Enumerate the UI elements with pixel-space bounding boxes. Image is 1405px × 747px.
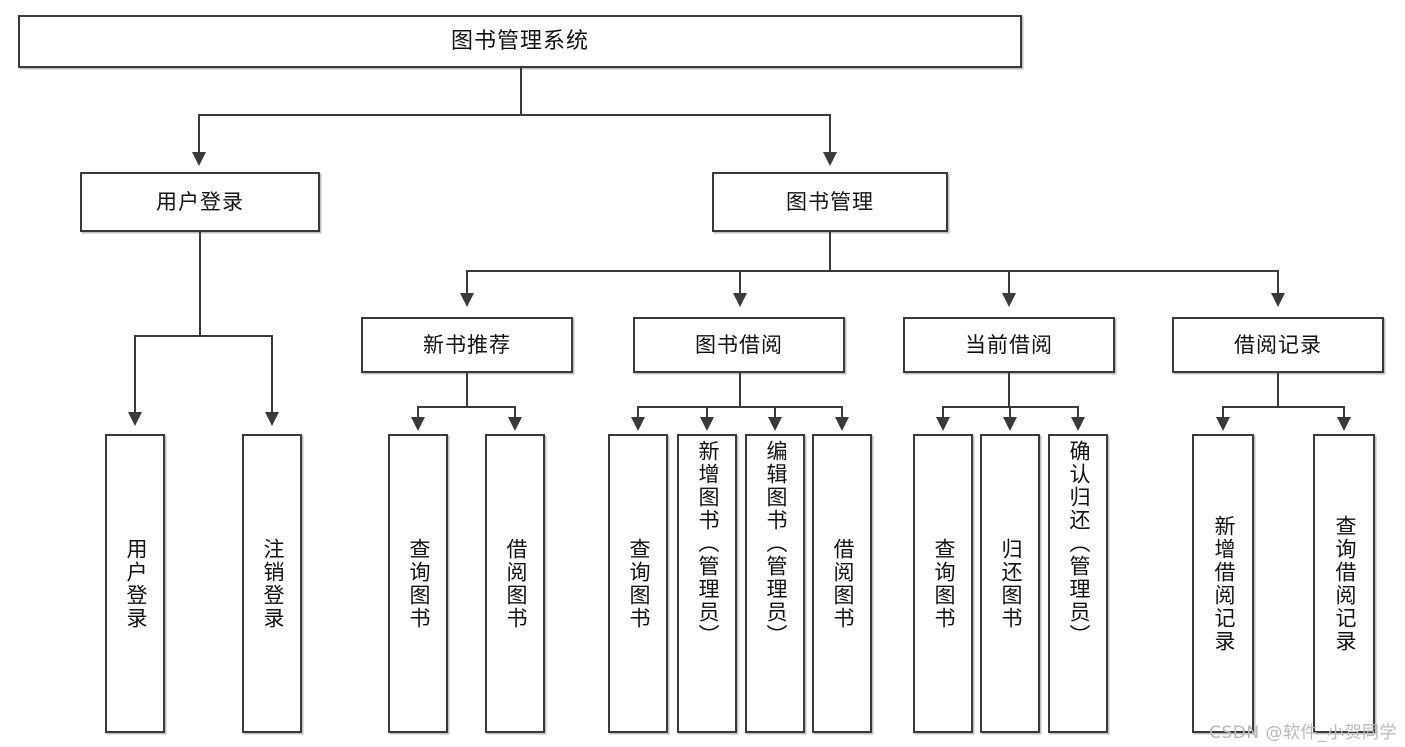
node-book-borrow[interactable]: 图书借阅 [633,317,845,373]
edge-user-login-to-leaf-1 [134,335,136,417]
leaf-current-borrow-return[interactable]: 归还图书 [980,434,1040,733]
edge-cb-to-leaf-3 [1077,406,1079,420]
edge-bm-to-borrow-record [1277,270,1279,298]
arrowhead-bm-to-borrow-book [733,293,747,307]
edge-book-borrow-stem [739,373,741,408]
node-root-book-management-system[interactable]: 图书管理系统 [18,15,1022,68]
edge-new-book-to-leaf-1 [417,406,419,420]
node-label: 查询图书 [931,537,956,630]
edge-user-login-stem [199,232,201,336]
edge-root-to-user-login [198,114,200,157]
edge-current-borrow-stem [1008,373,1010,408]
leaf-book-borrow-edit[interactable]: 编辑图书（管理员） [745,434,805,733]
arrowhead-cb-to-leaf-1 [936,417,950,431]
edge-book-borrow-bus [637,406,842,408]
leaf-borrow-record-add[interactable]: 新增借阅记录 [1192,434,1254,733]
arrowhead-root-to-user-login [192,152,206,166]
node-label: 当前借阅 [965,332,1053,357]
edge-br-to-leaf-1 [1222,406,1224,420]
leaf-book-borrow-borrow[interactable]: 借阅图书 [812,434,872,733]
arrowhead-br-to-leaf-2 [1337,417,1351,431]
edge-bm-to-new-book [466,270,468,298]
node-label: 新书推荐 [423,332,511,357]
arrowhead-bm-to-new-book [460,293,474,307]
node-new-book-recommend[interactable]: 新书推荐 [361,317,573,373]
edge-new-book-stem [466,373,468,408]
edge-borrow-record-bus [1222,406,1344,408]
node-label: 用户登录 [123,537,148,630]
arrowhead-br-to-leaf-1 [1216,417,1230,431]
leaf-borrow-record-query[interactable]: 查询借阅记录 [1313,434,1375,733]
leaf-current-borrow-confirm-return[interactable]: 确认归还（管理员） [1048,434,1108,733]
arrowhead-cb-to-leaf-2 [1003,417,1017,431]
edge-new-book-bus [417,406,516,408]
edge-bb-to-leaf-4 [841,406,843,420]
leaf-user-login-logout[interactable]: 注销登录 [242,434,302,733]
arrowhead-new-book-to-leaf-2 [508,417,522,431]
node-label: 借阅记录 [1234,332,1322,357]
node-label: 新增图书（管理员） [695,440,720,647]
node-label: 查询借阅记录 [1332,514,1357,653]
arrowhead-user-login-to-leaf-2 [265,412,279,426]
edge-borrow-record-stem [1277,373,1279,408]
node-borrow-record[interactable]: 借阅记录 [1172,317,1384,373]
node-label: 注销登录 [260,537,285,630]
edge-bm-to-borrow-book [739,270,741,298]
arrowhead-bb-to-leaf-4 [835,417,849,431]
node-label: 用户登录 [156,189,244,214]
edge-cb-to-leaf-2 [1009,406,1011,420]
edge-root-stem [520,68,522,115]
arrowhead-cb-to-leaf-3 [1071,417,1085,431]
leaf-book-borrow-query[interactable]: 查询图书 [608,434,668,733]
edge-new-book-to-leaf-2 [514,406,516,420]
arrowhead-bm-to-borrow-record [1271,293,1285,307]
node-book-management[interactable]: 图书管理 [712,172,948,232]
edge-bm-to-current-borrow [1008,270,1010,298]
node-label: 图书管理 [786,189,874,214]
arrowhead-bb-to-leaf-3 [768,417,782,431]
node-label: 新增借阅记录 [1211,514,1236,653]
edge-root-bus [198,114,831,116]
node-label: 借阅图书 [830,537,855,630]
node-label: 图书管理系统 [450,28,589,54]
arrowhead-root-to-book-management [823,152,837,166]
edge-cb-to-leaf-1 [942,406,944,420]
edge-user-login-to-leaf-2 [271,335,273,417]
node-label: 确认归还（管理员） [1066,440,1091,647]
node-label: 借阅图书 [503,537,528,630]
edge-bb-to-leaf-3 [774,406,776,420]
leaf-new-book-query[interactable]: 查询图书 [388,434,448,733]
leaf-book-borrow-add[interactable]: 新增图书（管理员） [677,434,737,733]
arrowhead-user-login-to-leaf-1 [128,412,142,426]
leaf-user-login-login[interactable]: 用户登录 [105,434,165,733]
leaf-current-borrow-query[interactable]: 查询图书 [913,434,973,733]
node-user-login[interactable]: 用户登录 [80,172,320,232]
edge-root-to-book-management [829,114,831,157]
node-label: 查询图书 [406,537,431,630]
arrowhead-bb-to-leaf-2 [700,417,714,431]
edge-bb-to-leaf-2 [706,406,708,420]
leaf-new-book-borrow[interactable]: 借阅图书 [485,434,545,733]
node-label: 图书借阅 [695,332,783,357]
arrowhead-bb-to-leaf-1 [631,417,645,431]
edge-book-management-stem [829,232,831,271]
node-current-borrow[interactable]: 当前借阅 [903,317,1115,373]
arrowhead-bm-to-current-borrow [1002,293,1016,307]
node-label: 归还图书 [998,537,1023,630]
edge-book-management-bus [466,270,1278,272]
arrowhead-new-book-to-leaf-1 [411,417,425,431]
edge-bb-to-leaf-1 [637,406,639,420]
edge-br-to-leaf-2 [1343,406,1345,420]
node-label: 查询图书 [626,537,651,630]
node-label: 编辑图书（管理员） [763,440,788,647]
edge-user-login-bus [134,335,272,337]
